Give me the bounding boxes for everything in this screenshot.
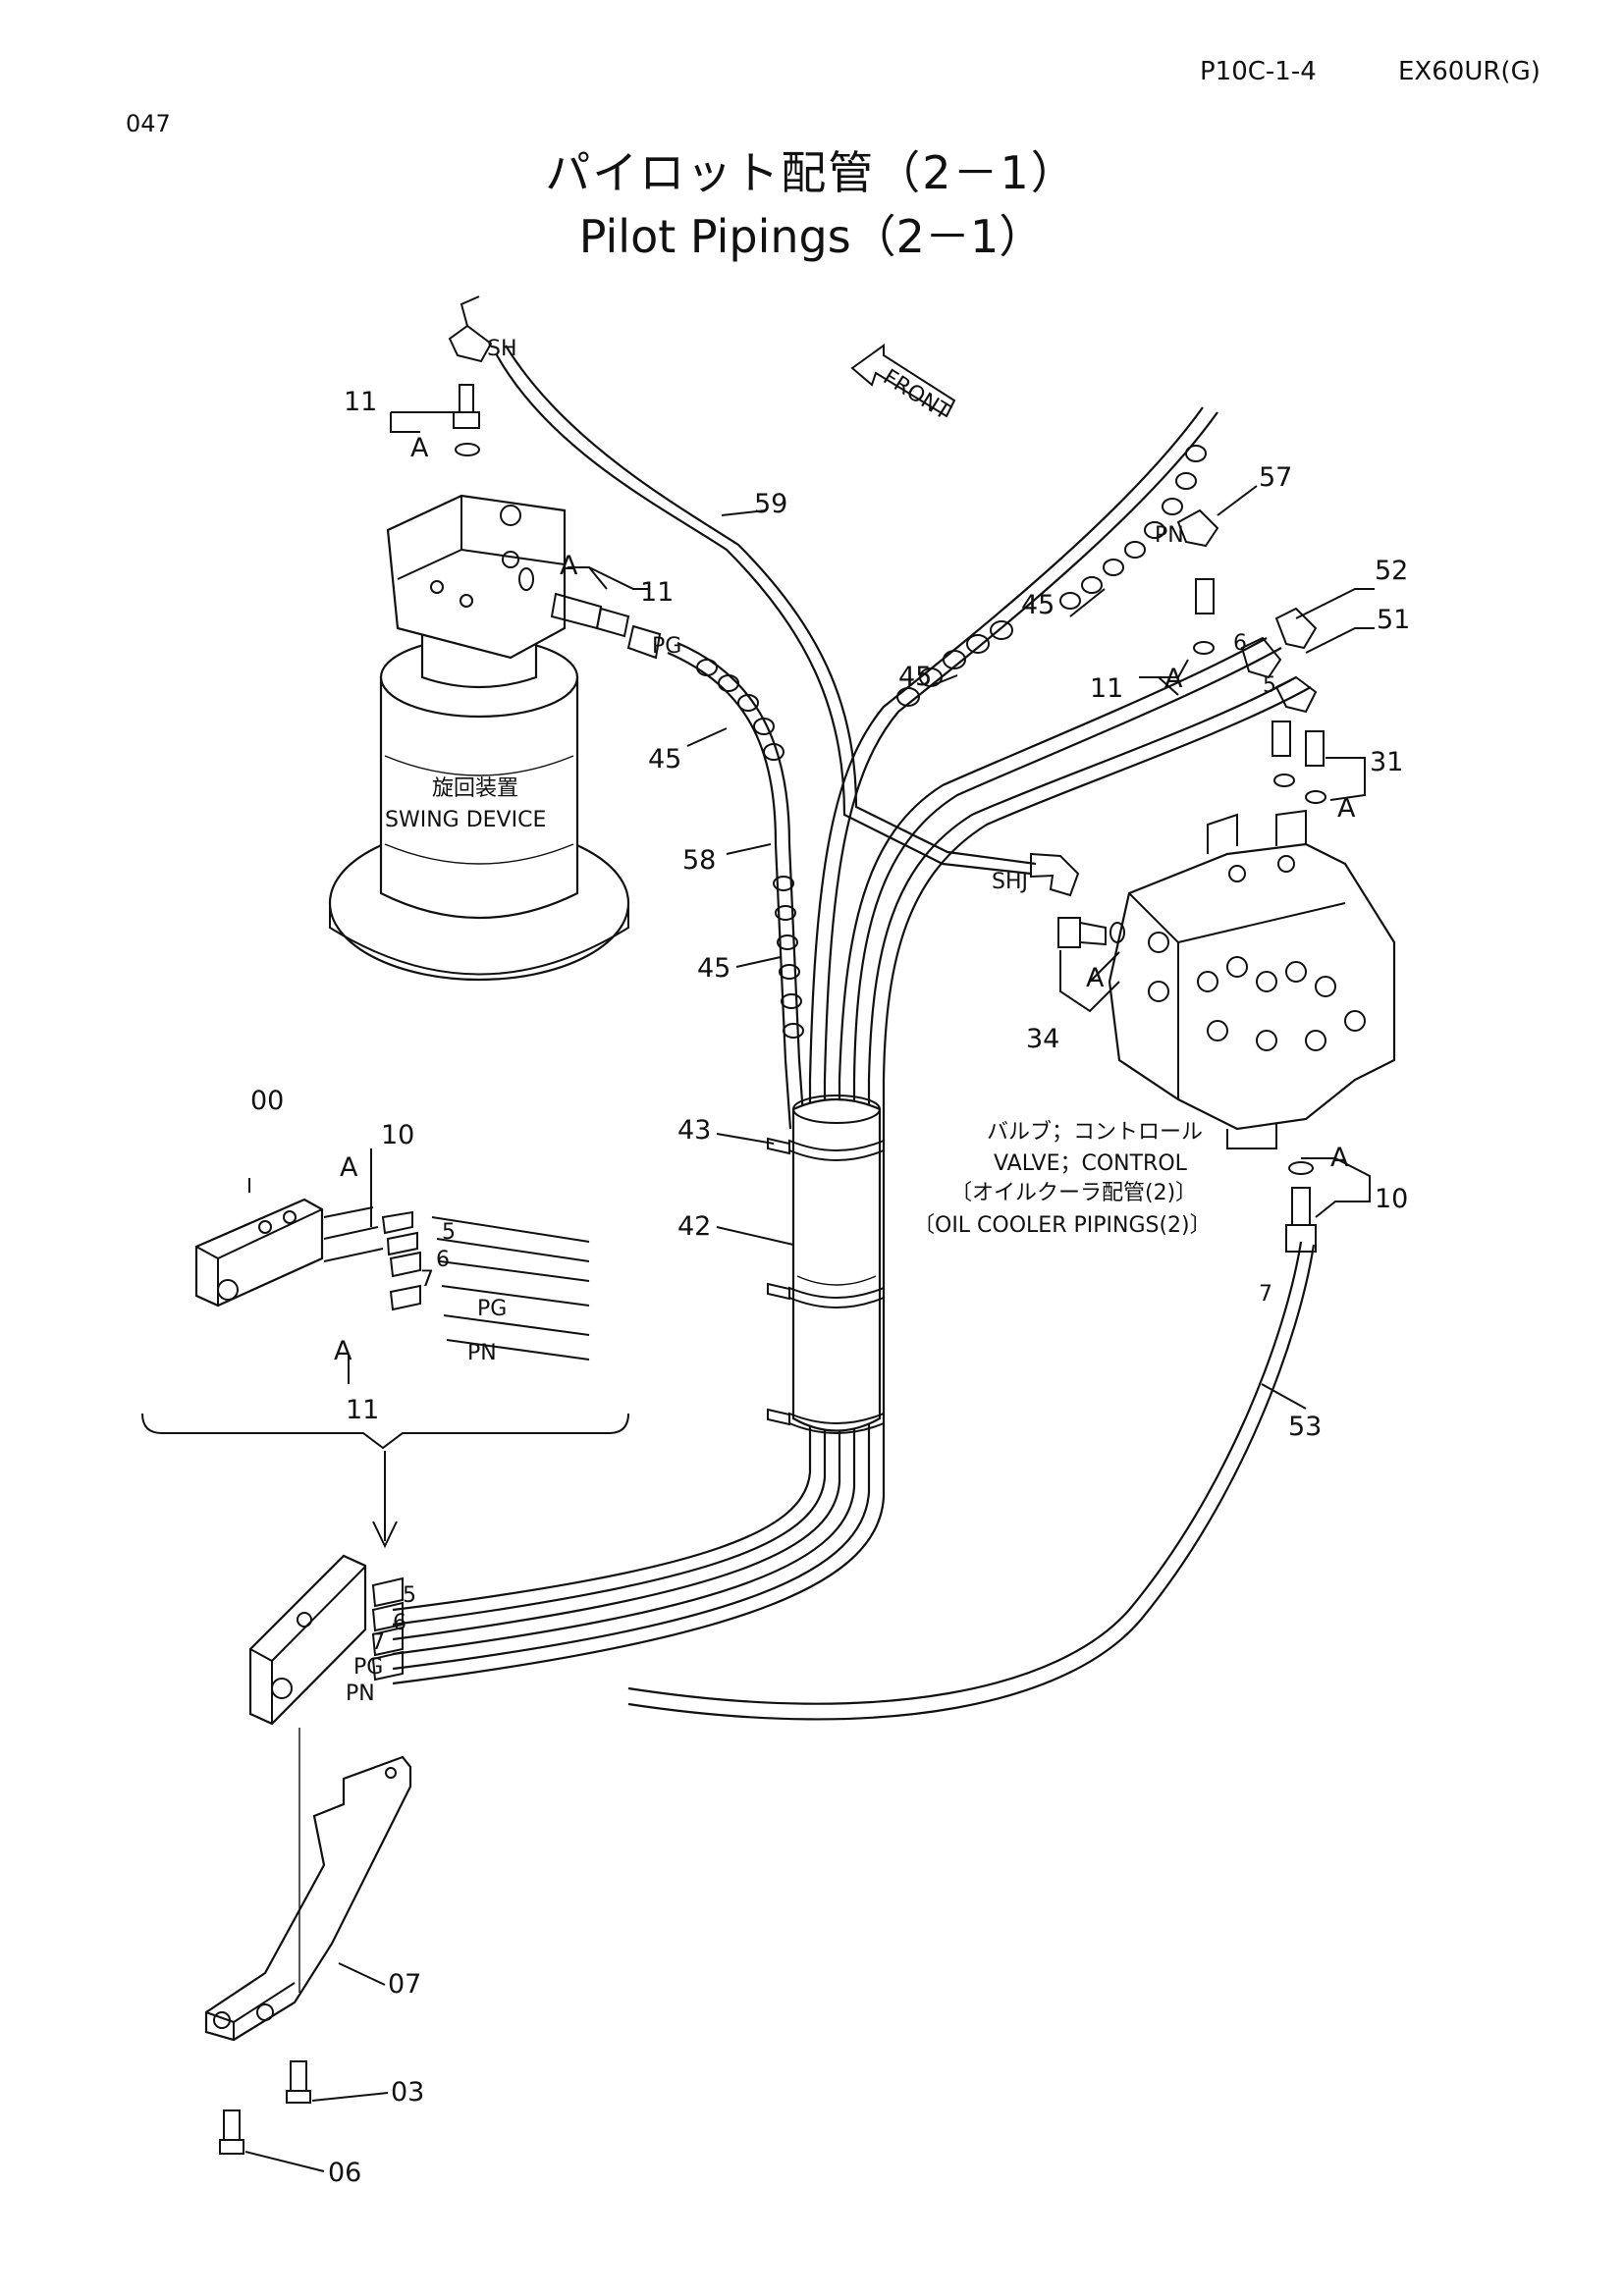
title-japanese: パイロット配管（2－1） — [545, 146, 1078, 199]
hose-protector-45-right — [896, 445, 1207, 707]
part-00: 00 — [250, 1086, 284, 1116]
model-code: EX60UR(G) — [1398, 57, 1541, 86]
part-45-upper: 45 — [1021, 590, 1055, 620]
swing-seal-a-side: A — [560, 551, 578, 581]
part-57: 57 — [1259, 462, 1292, 493]
pn-port-label-valve: PN — [1155, 523, 1184, 548]
valve-seal-a-34: A — [1086, 963, 1105, 993]
part-45-lower: 45 — [697, 953, 730, 984]
valve-jp-label: バルブ；コントロール — [987, 1120, 1203, 1145]
block-port-7: 7 — [371, 1630, 385, 1655]
part-53: 53 — [1288, 1412, 1322, 1442]
part-31: 31 — [1370, 747, 1403, 777]
part-06: 06 — [328, 2158, 361, 2188]
part-11-top: 11 — [344, 387, 377, 417]
title-english: Pilot Pipings（2－1） — [578, 210, 1045, 263]
valve-ref-jp-label: 〔オイルクーラ配管(2)〕 — [950, 1181, 1197, 1205]
valve-seal-a-bottom: A — [1330, 1143, 1349, 1173]
page-number: 047 — [126, 110, 171, 137]
shj-port-label: SHJ — [992, 870, 1028, 894]
sh-elbow — [448, 295, 493, 363]
part-59: 59 — [754, 489, 787, 519]
part-42: 42 — [677, 1211, 711, 1242]
hose-bundle — [392, 406, 1312, 1685]
swing-device — [328, 494, 630, 982]
hose-59 — [495, 352, 1032, 876]
valve-seal-a-top: A — [1337, 793, 1356, 824]
inset-port-5: 5 — [442, 1220, 456, 1245]
inset-port-7: 7 — [420, 1267, 434, 1292]
part-51: 51 — [1377, 605, 1410, 635]
hose-protector-45-left — [696, 659, 804, 1039]
block-port-6: 6 — [393, 1611, 406, 1635]
part-10-right: 10 — [1375, 1184, 1408, 1214]
inset-port-6: 6 — [436, 1248, 450, 1272]
port-7-label-right: 7 — [1259, 1282, 1272, 1307]
swing-device-en-label: SWING DEVICE — [385, 808, 546, 832]
inset-seal-a-bottom: A — [334, 1336, 352, 1366]
block-port-pn: PN — [346, 1682, 375, 1706]
control-valve — [1108, 809, 1396, 1149]
front-label: FRONT — [879, 365, 954, 425]
hose-53 — [627, 1241, 1303, 1705]
swing-seal-a-top: A — [410, 433, 429, 463]
valve-top-fittings-31 — [1271, 721, 1326, 804]
valve-en-label: VALVE；CONTROL — [994, 1151, 1188, 1176]
junction-block — [248, 1554, 404, 1726]
inset-port-pg: PG — [477, 1297, 507, 1321]
block-port-5: 5 — [403, 1583, 416, 1608]
part-58: 58 — [682, 845, 716, 876]
fitting-34 — [1057, 917, 1125, 948]
part-45-left: 45 — [648, 744, 681, 774]
inset-port-pn: PN — [467, 1341, 497, 1365]
front-arrow-icon: FRONT — [850, 344, 956, 425]
hose-58 — [667, 651, 792, 1130]
part-11-side: 11 — [640, 577, 674, 608]
part-43: 43 — [677, 1115, 711, 1146]
swing-device-jp-label: 旋回装置 — [432, 776, 518, 801]
valve-seal-a-pn: A — [1164, 664, 1183, 694]
hose-sleeve-42 — [791, 1095, 882, 1432]
swing-side-fitting — [518, 567, 662, 660]
inset-seal-a-top: A — [340, 1152, 358, 1183]
shj-elbow — [1030, 852, 1080, 897]
port-5-label-valve: 5 — [1263, 673, 1276, 698]
pn-fitting-57 — [1176, 508, 1219, 655]
part-11-inset: 11 — [346, 1395, 379, 1425]
valve-ref-en-label: 〔OIL COOLER PIPINGS(2)〕 — [913, 1213, 1212, 1238]
part-45-mid: 45 — [898, 662, 932, 692]
hose-clamp-43 — [767, 1137, 885, 1434]
swing-top-fitting — [453, 384, 480, 456]
part-34: 34 — [1026, 1024, 1059, 1054]
port-6-label-valve: 6 — [1233, 631, 1247, 656]
block-port-pg: PG — [353, 1655, 383, 1680]
part-03: 03 — [391, 2077, 424, 2108]
valve-elbows-51-52 — [1240, 607, 1318, 714]
bracket-07 — [204, 1755, 412, 2042]
part-10-inset: 10 — [381, 1120, 414, 1150]
detail-inset — [194, 1198, 590, 1361]
bolt-06 — [219, 2109, 244, 2155]
part-11-pn: 11 — [1090, 673, 1123, 704]
page-code: P10C-1-4 — [1200, 57, 1317, 86]
part-07: 07 — [388, 1969, 421, 2000]
hose-53-fitting — [1285, 1161, 1317, 1253]
bolt-03 — [286, 2060, 311, 2104]
pg-port-label-swing: PG — [652, 634, 681, 659]
part-52: 52 — [1375, 556, 1408, 586]
